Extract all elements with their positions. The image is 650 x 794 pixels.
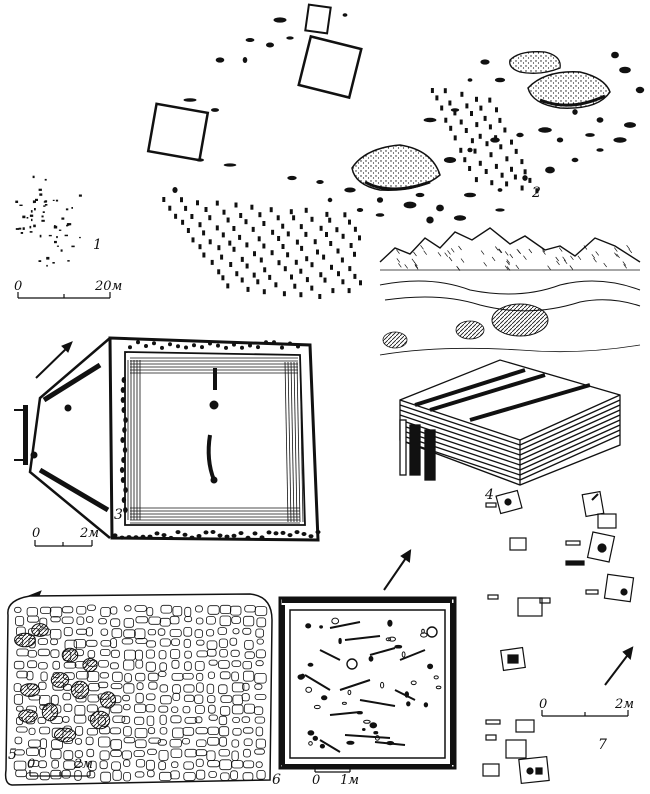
scale-6-start: 0: [312, 773, 321, 788]
bush-cluster: [382, 303, 549, 349]
scale-5-end: 2м: [74, 757, 94, 772]
post-holes: [112, 340, 321, 540]
balbal-rows: [162, 88, 539, 299]
figure-label-6: 6: [272, 772, 281, 788]
fig2-kurgan-field: [146, 3, 645, 299]
plank-lines: [124, 357, 304, 524]
scale-bar-6: [314, 766, 351, 773]
figure-label-7: 7: [598, 737, 607, 753]
figure-label-5: 5: [8, 747, 17, 763]
mound-2: [527, 71, 611, 109]
figure-label-1: 1: [93, 237, 102, 253]
north-arrow-6: [383, 549, 412, 591]
scale-7-end: 2м: [615, 697, 635, 712]
figure-label-3: 3: [114, 507, 123, 523]
fig3-timber-plan: [14, 336, 321, 542]
figure-label-2: 2: [532, 185, 541, 201]
scale-bar-3: [34, 540, 93, 547]
enclosure-large-1: [297, 34, 363, 100]
scale-1-start: 0: [14, 279, 23, 294]
mound-1: [351, 144, 441, 191]
north-arrow-7: [604, 646, 634, 686]
enclosure-small-1: [304, 3, 332, 35]
field-stone-markers: [172, 13, 645, 224]
scale-3-start: 0: [32, 526, 41, 541]
scale-bar-5: [29, 770, 91, 777]
enclosure-large-2: [146, 102, 210, 162]
fig1-stone-scatter: [15, 175, 82, 267]
dark-stones: [14, 623, 117, 743]
fig7-feature-scatter: [482, 489, 635, 785]
log-frame: [399, 359, 621, 486]
scale-1-end: 20м: [95, 279, 123, 294]
scale-6-end: 1м: [340, 773, 360, 788]
mountain-shading: [396, 244, 633, 271]
paving-stones: [13, 604, 268, 783]
fig4-reconstruction: [379, 227, 641, 486]
figure-label-4: 4: [485, 487, 494, 503]
skeletal-remains: [297, 617, 442, 753]
scale-bar-7: [541, 710, 629, 717]
fig5-stone-pavement: [4, 593, 273, 786]
scale-5-start: 0: [27, 757, 36, 772]
fig6-burial-chamber: [278, 596, 457, 770]
scale-bar-1: [17, 292, 111, 299]
mound-3: [509, 51, 561, 74]
scale-7-start: 0: [539, 697, 548, 712]
scale-3-end: 2м: [80, 526, 100, 541]
